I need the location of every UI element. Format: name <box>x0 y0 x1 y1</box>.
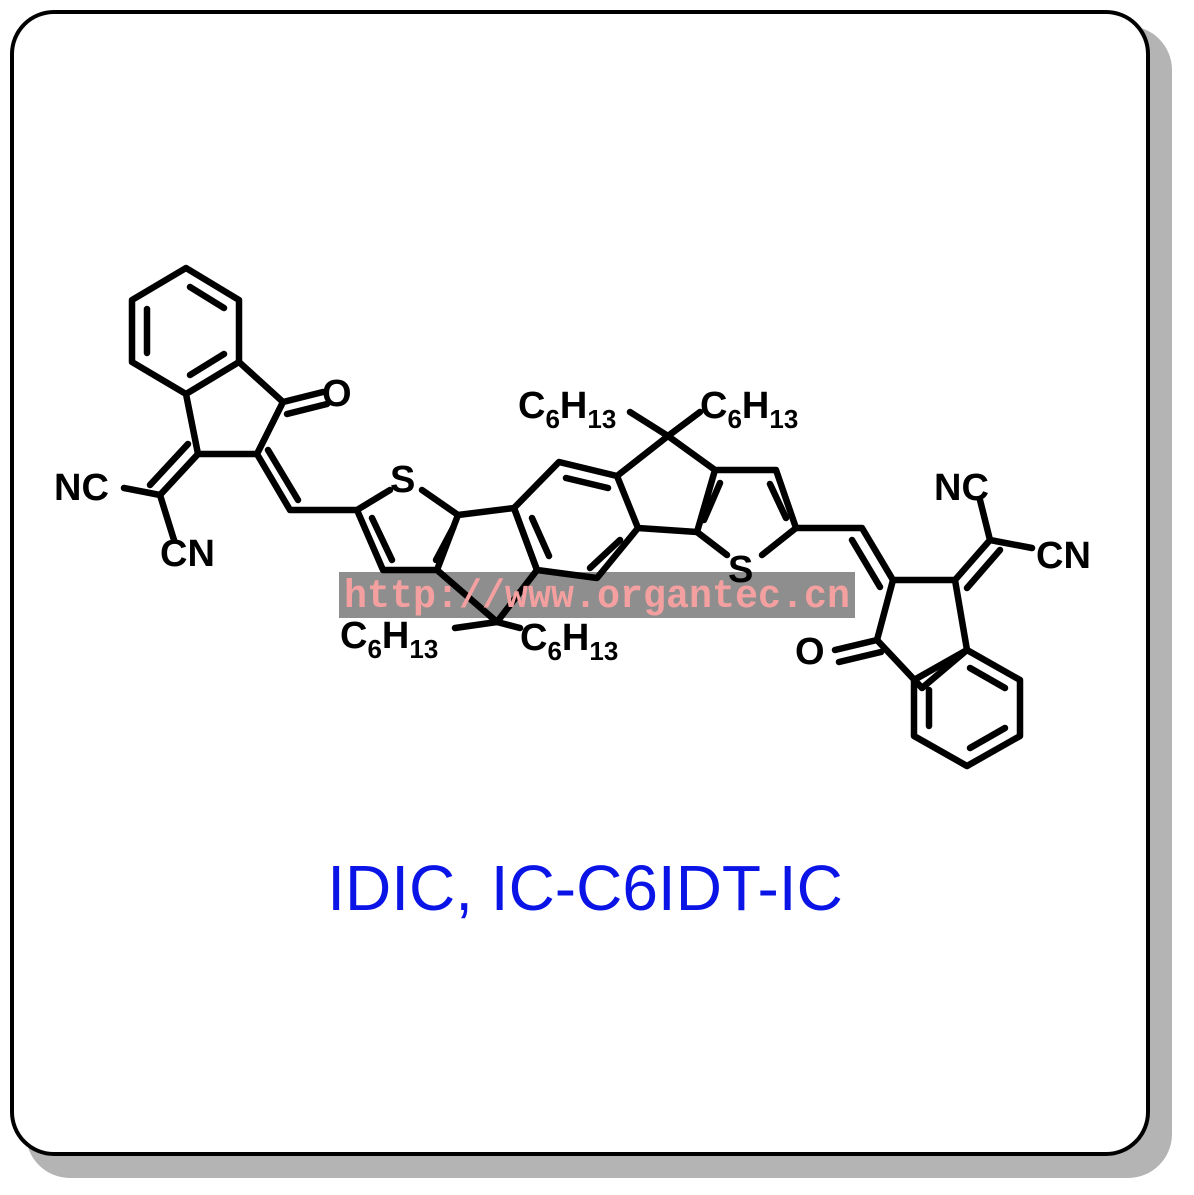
sulfur-label-right: S <box>728 549 753 591</box>
hexyl-label-bottom-left: C6H13 <box>340 615 438 664</box>
hexyl-label-bottom-right: C6H13 <box>520 617 618 666</box>
atom-labels: O O S S NC CN NC CN C6H13 C6H13 C6H13 C6… <box>54 373 1091 673</box>
compound-name-caption: IDIC, IC-C6IDT-IC <box>327 852 843 924</box>
nitrile-label-left-upper: NC <box>54 467 109 509</box>
hexyl-label-top-left: C6H13 <box>518 385 616 434</box>
nitrile-label-right-lower: CN <box>1036 535 1091 577</box>
oxygen-label-left: O <box>322 373 352 415</box>
watermark-text: http://www.organtec.cn <box>344 575 850 620</box>
nitrile-label-right-upper: NC <box>934 467 989 509</box>
nitrile-label-left-lower: CN <box>160 533 215 575</box>
oxygen-label-right: O <box>795 631 825 673</box>
hexyl-label-top-right: C6H13 <box>700 385 798 434</box>
bond-skeleton <box>120 264 1036 770</box>
sulfur-label-left: S <box>390 459 415 501</box>
